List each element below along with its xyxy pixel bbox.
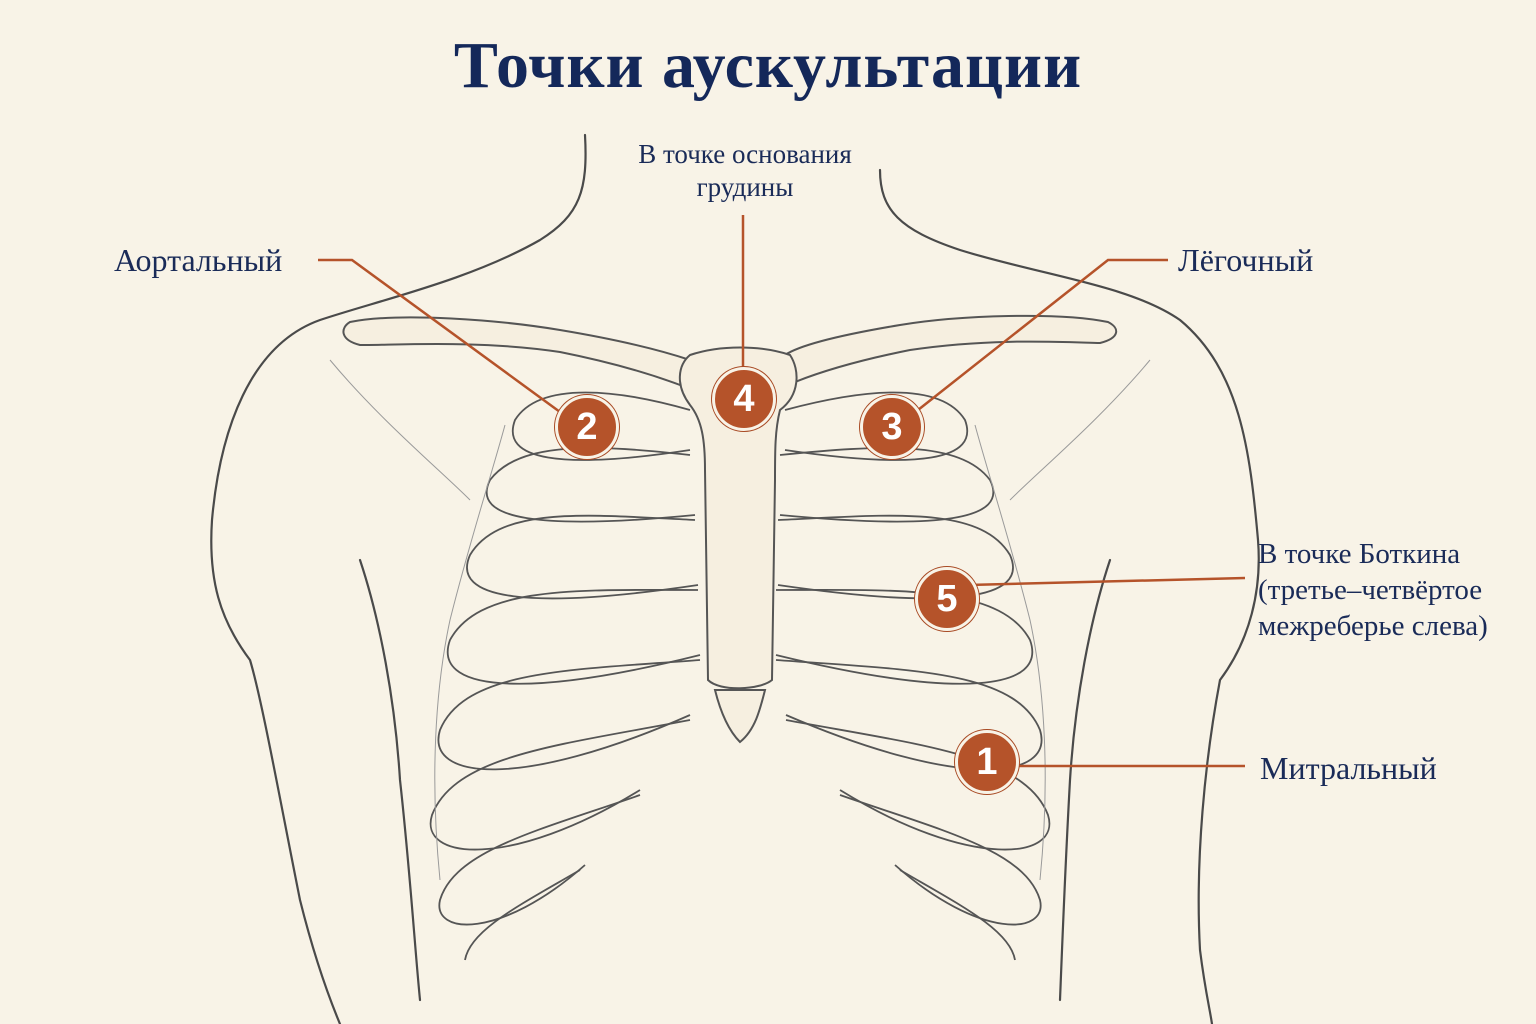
label-botkin-line1: В точке Боткина xyxy=(1258,538,1461,570)
label-mitral: Митральный xyxy=(1260,750,1437,786)
marker-2[interactable]: 2 xyxy=(555,395,619,459)
marker-4[interactable]: 4 xyxy=(712,367,776,431)
label-botkin-line2: (третье–четвёртое xyxy=(1258,574,1483,606)
marker-1[interactable]: 1 xyxy=(955,730,1019,794)
label-sternum-base-line1: В точке основания xyxy=(638,139,852,169)
marker-5[interactable]: 5 xyxy=(915,567,979,631)
leader-pulmonary xyxy=(917,258,1168,411)
label-pulmonary: Лёгочный xyxy=(1178,242,1314,278)
marker-3[interactable]: 3 xyxy=(860,395,924,459)
label-botkin-line3: межреберье слева) xyxy=(1258,610,1488,642)
label-aortic: Аортальный xyxy=(114,242,283,278)
leader-aortic xyxy=(318,258,561,414)
label-sternum-base: В точке основания грудины xyxy=(600,138,890,204)
label-sternum-base-line2: грудины xyxy=(696,172,794,202)
leader-botkin xyxy=(967,576,1246,587)
page-title: Точки аускультации xyxy=(453,29,1083,102)
label-botkin: В точке Боткина (третье–четвёртое межреб… xyxy=(1258,536,1488,644)
